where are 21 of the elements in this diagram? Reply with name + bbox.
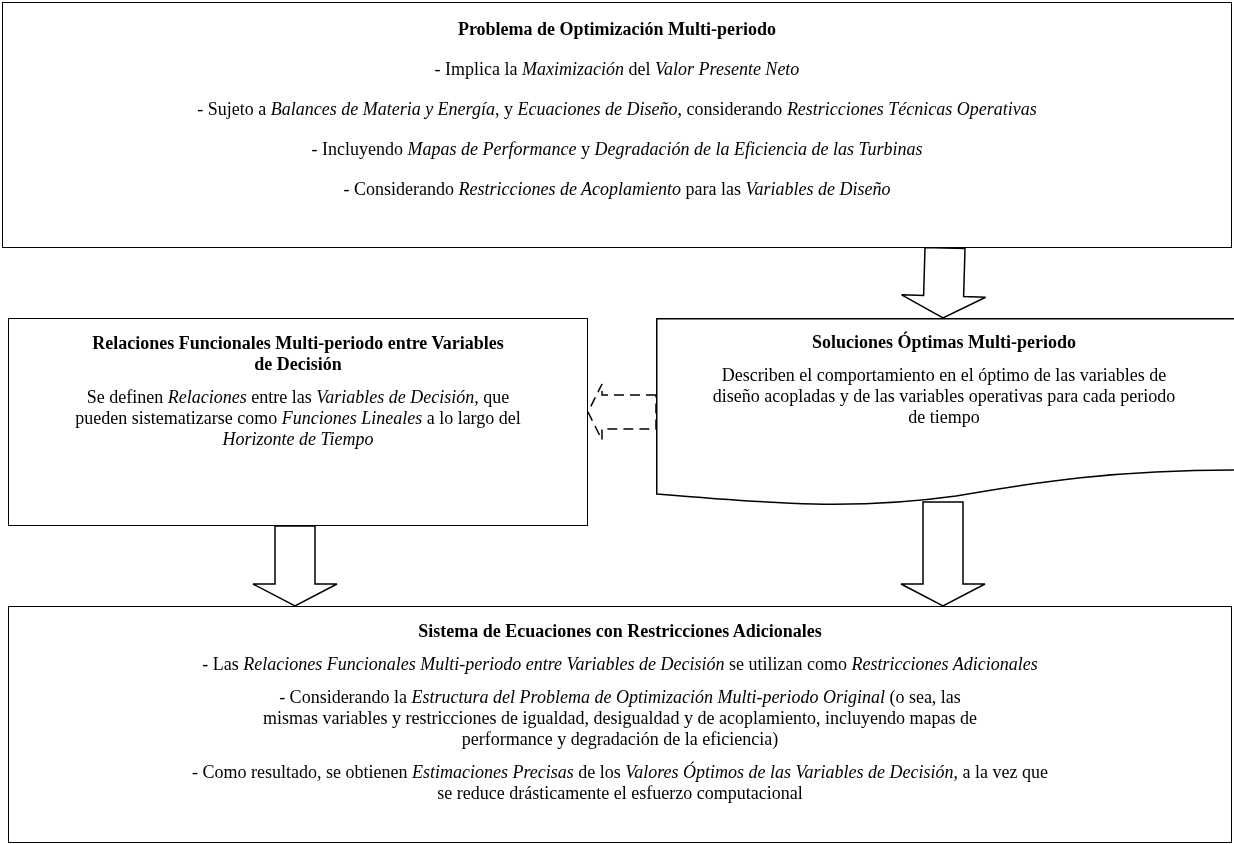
block-arrow: [900, 246, 987, 319]
block-arrow: [587, 383, 657, 441]
box-text: Describen el comportamiento en el óptimo de las variables de diseño acopladas y de las variables operativas para cada periodo de tiempo: [711, 365, 1177, 428]
box-heading: Soluciones Óptimas Multi-periodo: [811, 332, 1077, 353]
document-box: [656, 318, 1232, 508]
box-text: - Considerando la Estructura del Problema de Optimización Multi-periodo Original (o sea, las mismas variables y restricciones de igualdad, desigualdad y de acoplamiento, incluyendo mapas de performance y degradación de la eficiencia): [262, 687, 978, 750]
block-arrow: [900, 501, 986, 607]
process-box: [8, 318, 588, 526]
block-arrow: [252, 525, 338, 607]
box-text: - Las Relaciones Funcionales Multi-periodo entre Variables de Decisión se utilizan como Restricciones Adicionales: [201, 654, 1039, 675]
box-heading: Problema de Optimización Multi-periodo: [456, 19, 778, 40]
box-text: - Considerando Restricciones de Acoplamiento para las Variables de Diseño: [342, 179, 892, 200]
box-text: Se definen Relaciones entre las Variables de Decisión, que pueden sistematizarse como Funciones Lineales a lo largo del Horizonte de Tiempo: [74, 387, 522, 450]
process-box: [8, 606, 1232, 843]
box-text: - Implica la Maximización del Valor Presente Neto: [433, 59, 801, 80]
process-box: [2, 2, 1232, 248]
box-heading: Relaciones Funcionales Multi-periodo entre Variables de Decisión: [91, 333, 505, 375]
box-text: - Como resultado, se obtienen Estimaciones Precisas de los Valores Óptimos de las Variables de Decisión, a la vez que se reduce drásticamente el esfuerzo computacional: [190, 762, 1049, 804]
box-text: - Incluyendo Mapas de Performance y Degradación de la Eficiencia de las Turbinas: [310, 139, 924, 160]
box-heading: Sistema de Ecuaciones con Restricciones Adicionales: [417, 621, 823, 642]
box-text: - Sujeto a Balances de Materia y Energía, y Ecuaciones de Diseño, considerando Restricciones Técnicas Operativas: [196, 99, 1038, 120]
